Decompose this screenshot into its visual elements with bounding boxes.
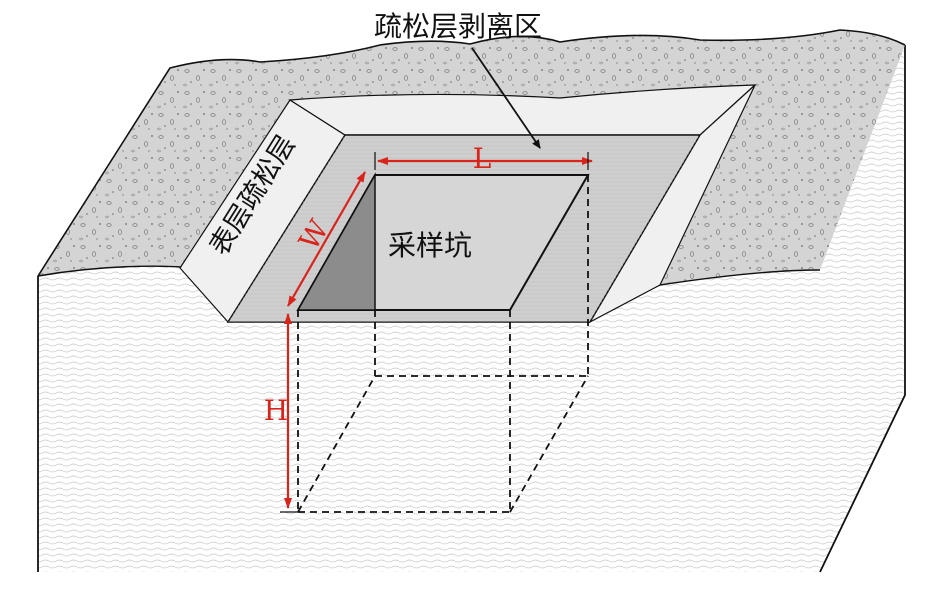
- sampling-pit-hidden-edges: [297, 175, 589, 513]
- dimension-width: [287, 171, 366, 307]
- soil-right-face: [819, 45, 906, 573]
- length-label: L: [473, 142, 492, 175]
- dimension-height: [280, 313, 300, 513]
- soil-front-face: [37, 266, 820, 572]
- callout-arrow: [471, 47, 541, 149]
- stripped-zone-walls: [179, 84, 757, 324]
- dimension-length: [374, 152, 593, 170]
- stripped-zone-label: 疏松层剥离区: [374, 10, 542, 43]
- height-label: H: [264, 394, 288, 427]
- sampling-pit-label: 采样坑: [388, 229, 472, 262]
